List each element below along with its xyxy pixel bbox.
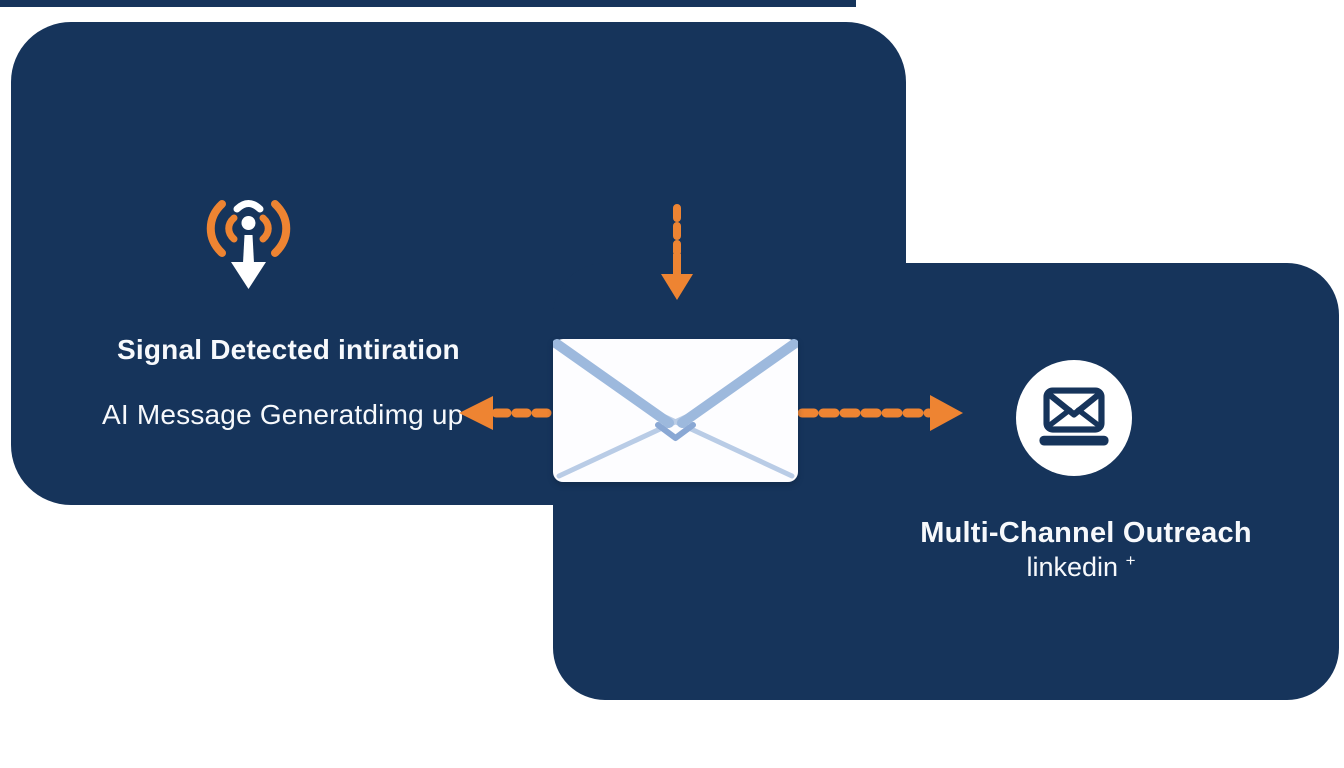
signal-title: Signal Detected intiration bbox=[117, 334, 460, 365]
outreach-title: Multi-Channel Outreach bbox=[920, 517, 1252, 549]
plus-superscript: + bbox=[1125, 551, 1136, 570]
outreach-subtitle-text: linkedin bbox=[1026, 552, 1119, 582]
laptop-mail-icon bbox=[1039, 387, 1109, 446]
outreach-subtitle: linkedin + bbox=[1026, 551, 1135, 583]
signal-subtitle: AI Message Generatdimg up bbox=[102, 399, 464, 430]
down-dashed-arrow-icon bbox=[661, 204, 693, 300]
envelope-icon bbox=[553, 339, 798, 482]
right-dashed-arrow-icon bbox=[797, 395, 963, 431]
broadcast-signal-down-arrow-icon bbox=[206, 200, 291, 289]
top-edge-strip bbox=[0, 0, 856, 7]
left-dashed-arrow-icon bbox=[459, 396, 556, 430]
outreach-circle-badge bbox=[1016, 360, 1132, 476]
